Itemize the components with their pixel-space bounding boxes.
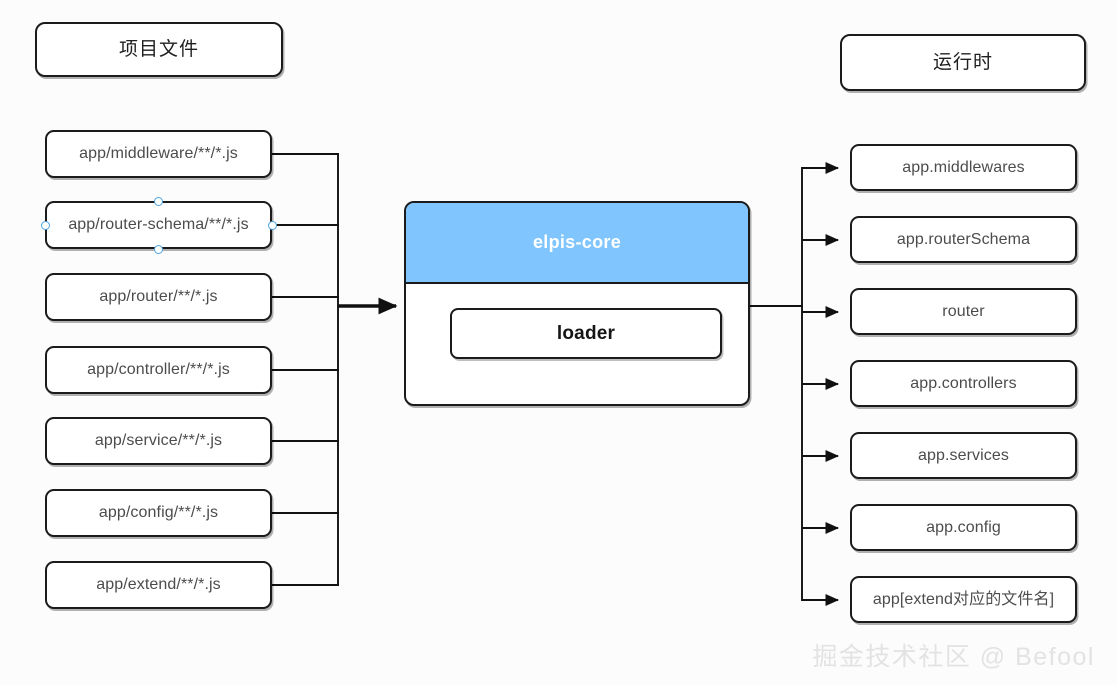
source-file-node-label: app/controller/**/*.js <box>87 361 230 378</box>
group-title-runtime-label: 运行时 <box>932 52 993 73</box>
group-title-runtime[interactable]: 运行时 <box>840 34 1086 91</box>
elpis-core-header: elpis-core <box>406 203 748 284</box>
source-file-node[interactable]: app/service/**/*.js <box>45 417 272 465</box>
runtime-object-node[interactable]: app.services <box>850 432 1077 479</box>
source-file-node[interactable]: app/router/**/*.js <box>45 273 272 321</box>
source-file-node-label: app/extend/**/*.js <box>96 576 221 593</box>
runtime-object-node[interactable]: app.config <box>850 504 1077 551</box>
runtime-object-node-label: app.middlewares <box>902 158 1025 176</box>
runtime-object-node-label: app.services <box>917 446 1010 464</box>
elpis-core-header-label: elpis-core <box>532 232 622 252</box>
source-file-node-label: app/router-schema/**/*.js <box>68 216 249 233</box>
loader-node[interactable]: loader <box>450 308 722 359</box>
source-file-node[interactable]: app/middleware/**/*.js <box>45 130 272 178</box>
selection-handle-left[interactable] <box>40 220 50 230</box>
runtime-object-node[interactable]: app[extend对应的文件名] <box>850 576 1077 623</box>
runtime-object-node[interactable]: router <box>850 288 1077 335</box>
source-file-node[interactable]: app/config/**/*.js <box>45 489 272 537</box>
source-file-node-label: app/config/**/*.js <box>98 504 219 521</box>
group-title-project-files[interactable]: 项目文件 <box>35 22 283 77</box>
runtime-object-node-label: app.controllers <box>910 374 1017 392</box>
runtime-object-node[interactable]: app.middlewares <box>850 144 1077 191</box>
source-file-node[interactable]: app/router-schema/**/*.js <box>45 201 272 249</box>
source-file-node[interactable]: app/controller/**/*.js <box>45 346 272 394</box>
selection-handle-bottom[interactable] <box>154 244 163 254</box>
loader-node-label: loader <box>556 322 616 344</box>
runtime-object-node-label: router <box>942 302 985 320</box>
runtime-object-node[interactable]: app.controllers <box>850 360 1077 407</box>
runtime-object-node-label: app[extend对应的文件名] <box>872 590 1055 608</box>
runtime-object-node-label: app.config <box>926 518 1001 536</box>
source-file-node[interactable]: app/extend/**/*.js <box>45 561 272 609</box>
runtime-object-node[interactable]: app.routerSchema <box>850 216 1077 263</box>
source-file-node-label: app/router/**/*.js <box>99 288 218 305</box>
source-file-node-label: app/middleware/**/*.js <box>79 145 238 162</box>
group-title-project-files-label: 项目文件 <box>118 39 199 60</box>
selection-handle-right[interactable] <box>267 220 277 230</box>
watermark: 掘金技术社区 @ Befool <box>812 643 1095 671</box>
elpis-core-body: loader <box>406 284 748 403</box>
selection-handle-top[interactable] <box>154 196 163 206</box>
source-file-node-label: app/service/**/*.js <box>94 432 223 449</box>
elpis-core-node[interactable]: elpis-core loader <box>404 201 750 406</box>
runtime-object-node-label: app.routerSchema <box>896 230 1031 248</box>
